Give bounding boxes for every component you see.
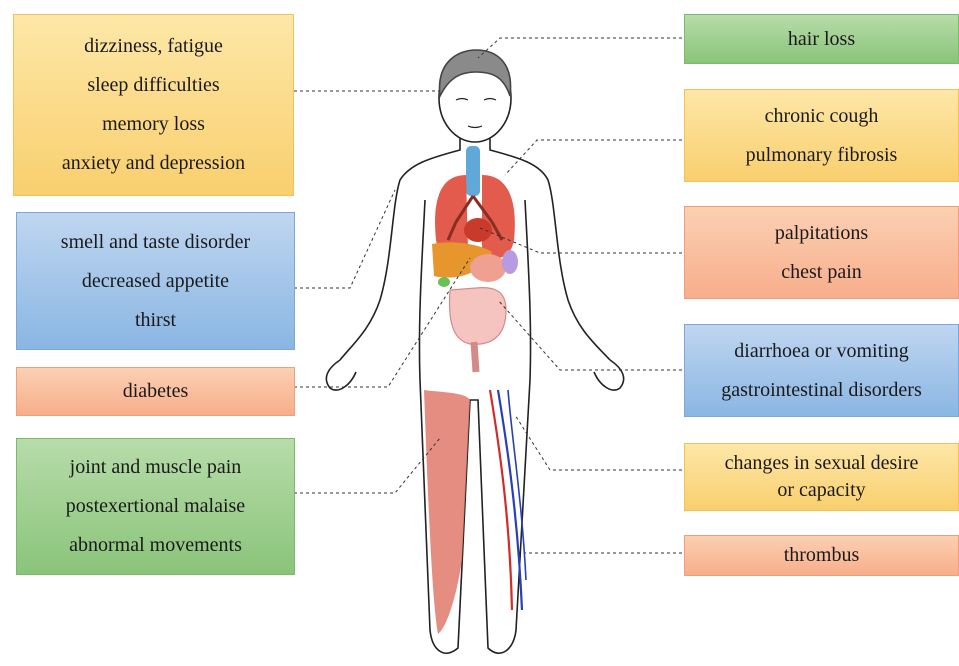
symptom-text: chest pain [781,261,862,284]
symptom-text: memory loss [102,113,205,136]
symptom-text: smell and taste disorder [61,231,250,254]
symptom-text: abnormal movements [69,534,242,557]
symptom-text: diabetes [123,380,189,403]
symptom-text: anxiety and depression [62,152,245,175]
connector-smell [294,190,395,288]
box-thrombus: thrombus [684,535,959,576]
colon [474,342,476,372]
box-sexual-symptoms: changes in sexual desire or capacity [684,443,959,511]
leg-muscles [424,390,470,634]
stomach [470,254,506,282]
symptom-text: or capacity [777,479,865,502]
symptom-text: hair loss [788,28,855,51]
symptom-text: palpitations [775,222,868,245]
symptom-text: changes in sexual desire [725,452,919,475]
symptom-text: pulmonary fibrosis [746,144,898,167]
symptom-text: sleep difficulties [87,74,219,97]
box-sensory-symptoms: smell and taste disorder decreased appet… [16,212,295,350]
box-hair-loss: hair loss [684,14,959,64]
box-gastrointestinal-symptoms: diarrhoea or vomiting gastrointestinal d… [684,324,959,417]
symptom-text: thirst [135,309,176,332]
organs [424,146,526,634]
heart [464,218,492,242]
artery [490,390,512,610]
symptom-text: thrombus [784,544,860,567]
symptom-text: chronic cough [765,105,879,128]
box-cardiac-symptoms: palpitations chest pain [684,206,959,299]
gallbladder [438,277,450,287]
symptom-text: gastrointestinal disorders [721,379,922,402]
symptom-text: joint and muscle pain [70,456,242,479]
connector-sexual [515,415,682,470]
trachea [466,146,480,196]
symptom-text: decreased appetite [82,270,229,293]
left-hand [326,360,356,390]
symptom-text: postexertional malaise [66,495,245,518]
box-musculoskeletal-symptoms: joint and muscle pain postexertional mal… [16,438,295,575]
symptom-text: dizziness, fatigue [84,35,223,58]
connector-gi [498,300,682,370]
box-neurological-symptoms: dizziness, fatigue sleep difficulties me… [13,14,294,196]
connector-muscle [294,438,440,493]
connector-lung [505,140,682,175]
right-hand [594,360,624,390]
box-diabetes: diabetes [16,367,295,416]
connector-hair [478,38,682,58]
symptom-text: diarrhoea or vomiting [734,340,908,363]
box-respiratory-symptoms: chronic cough pulmonary fibrosis [684,89,959,182]
spleen [502,250,518,274]
intestines [450,288,506,345]
